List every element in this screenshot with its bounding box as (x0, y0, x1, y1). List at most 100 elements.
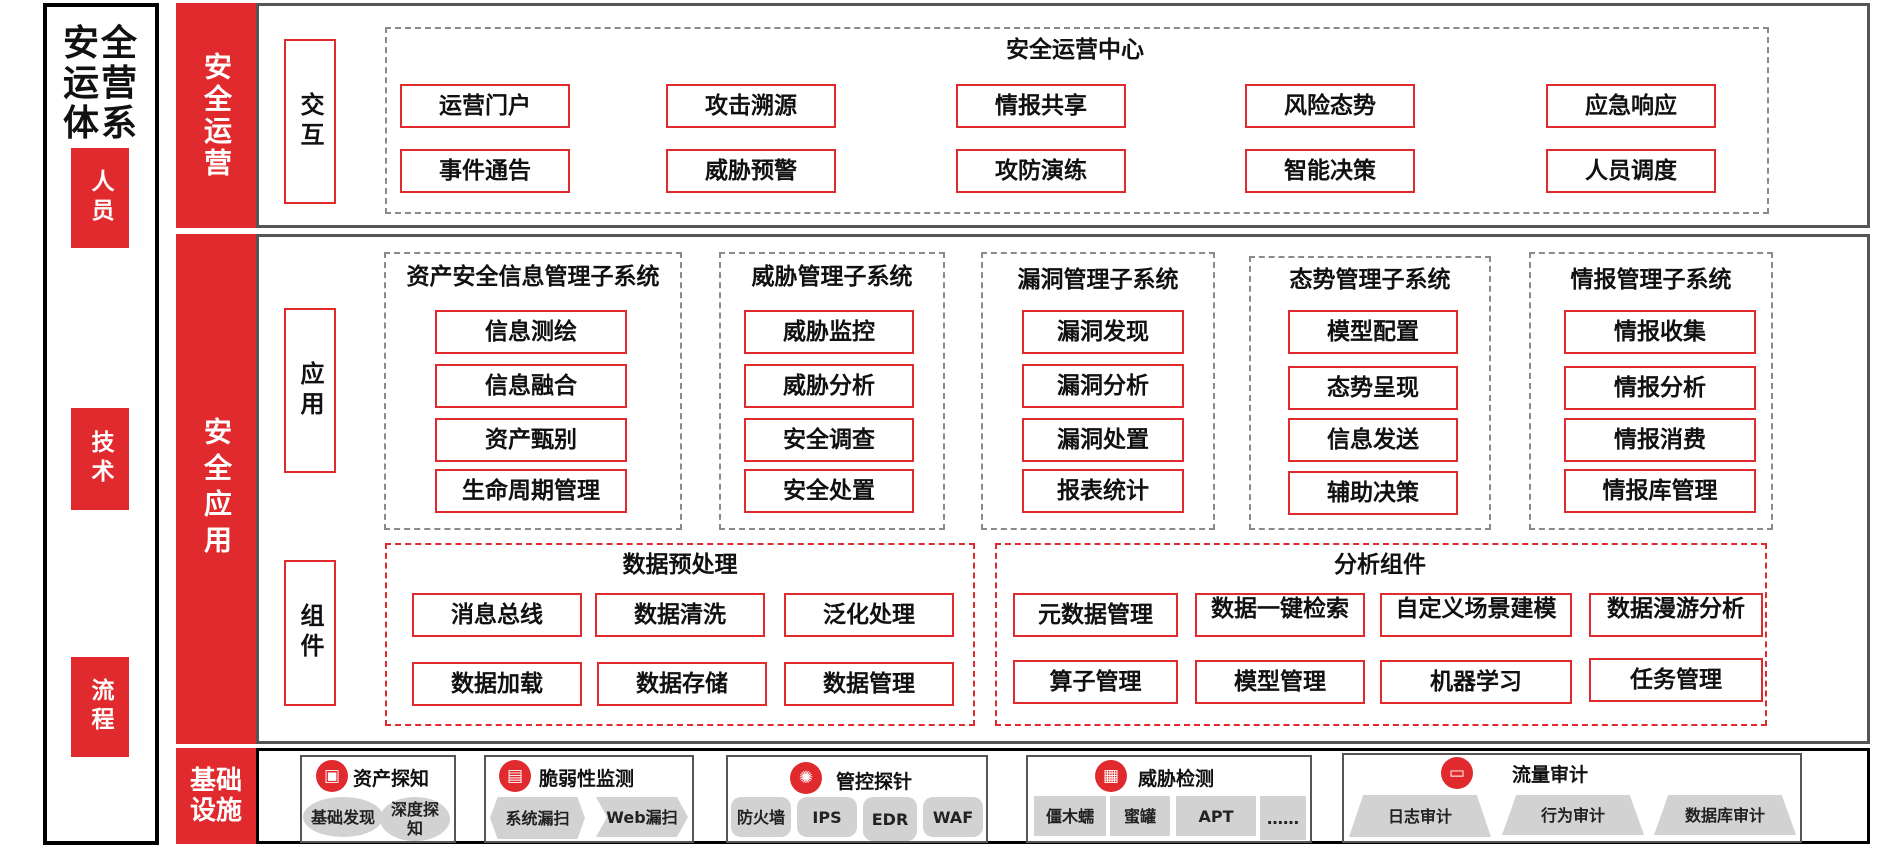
component-item: 数据一键检索 (1195, 593, 1365, 637)
subsystem-item: 信息融合 (435, 364, 627, 408)
component-item: 算子管理 (1013, 660, 1178, 704)
subsystem-threat-frame (719, 252, 945, 530)
band-security-applications: 安全应用 (176, 234, 256, 744)
subsystem-item: 情报库管理 (1564, 469, 1756, 513)
app-side-label-components: 组件 (284, 560, 336, 706)
tag-technology-label: 技术 (87, 430, 113, 488)
component-item: 数据存储 (597, 662, 767, 706)
component-item: 数据清洗 (595, 593, 765, 637)
monitor-icon: ▭ (1441, 757, 1473, 789)
tag-process-label: 流程 (87, 678, 113, 736)
ops-center-title: 安全运营中心 (1006, 37, 1144, 63)
infra-chip: 深度探知 (380, 797, 450, 841)
subsystem-item: 态势呈现 (1288, 366, 1458, 410)
preprocess-frame (385, 543, 975, 726)
subsystem-item: 生命周期管理 (435, 469, 627, 513)
subsystem-title: 情报管理子系统 (1570, 267, 1732, 293)
infra-chip: 僵木蠕 (1034, 796, 1106, 836)
asset-icon: ▣ (316, 760, 348, 792)
subsystem-item: 情报消费 (1564, 418, 1756, 462)
component-item: 消息总线 (412, 593, 582, 637)
subsystem-item: 安全处置 (744, 469, 914, 513)
infra-chip: 日志审计 (1349, 795, 1491, 837)
ops-item: 攻击溯源 (666, 84, 836, 128)
subsystem-item: 报表统计 (1022, 469, 1184, 513)
ops-item: 人员调度 (1546, 149, 1716, 193)
subsystem-title: 资产安全信息管理子系统 (406, 264, 660, 290)
component-item: 数据漫游分析 (1589, 593, 1763, 637)
infra-chip: EDR (863, 797, 917, 841)
probe-icon: ✺ (790, 762, 822, 794)
subsystem-item: 情报收集 (1564, 310, 1756, 354)
ops-item: 智能决策 (1245, 149, 1415, 193)
infra-chip: 行为审计 (1502, 795, 1644, 835)
subsystem-item: 安全调查 (744, 418, 914, 462)
band-security-operations: 安全运营 (176, 3, 256, 228)
infra-chip: 防火墙 (731, 797, 791, 837)
component-item: 自定义场景建模 (1380, 593, 1572, 637)
component-item: 模型管理 (1195, 660, 1365, 704)
ops-item: 应急响应 (1546, 84, 1716, 128)
subsystem-item: 模型配置 (1288, 310, 1458, 354)
infra-chip: …… (1260, 796, 1306, 840)
analysis-title: 分析组件 (1334, 552, 1426, 578)
subsystem-intelligence-frame (1529, 252, 1773, 530)
subsystem-item: 辅助决策 (1288, 471, 1458, 515)
infra-chip: APT (1176, 796, 1256, 836)
app-side-label-apps: 应用 (284, 308, 336, 473)
ops-center-frame (385, 27, 1769, 214)
component-item: 任务管理 (1589, 658, 1763, 702)
toolbox-icon: ▦ (1095, 760, 1127, 792)
subsystem-item: 情报分析 (1564, 366, 1756, 410)
app-side-label-components-text: 组件 (296, 603, 324, 663)
infra-chip: 蜜罐 (1110, 796, 1170, 836)
app-panel (256, 234, 1870, 744)
subsystem-asset-frame (384, 252, 682, 530)
ops-item: 威胁预警 (666, 149, 836, 193)
ops-panel (256, 3, 1870, 228)
app-side-label-apps-text: 应用 (296, 360, 324, 421)
subsystem-item: 漏洞发现 (1022, 310, 1184, 354)
subsystem-item: 威胁分析 (744, 364, 914, 408)
component-item: 元数据管理 (1013, 593, 1178, 637)
analysis-frame (995, 543, 1767, 726)
band-infrastructure: 基础设施 (176, 748, 256, 844)
band-infrastructure-label: 基础设施 (189, 766, 242, 826)
system-title: 安全运营体系 (62, 23, 139, 144)
infra-chip: 基础发现 (303, 797, 383, 837)
subsystem-item: 威胁监控 (744, 310, 914, 354)
infra-chip: IPS (797, 797, 857, 837)
ops-side-label: 交互 (284, 39, 336, 204)
ops-item: 运营门户 (400, 84, 570, 128)
subsystem-item: 漏洞分析 (1022, 364, 1184, 408)
ops-item: 事件通告 (400, 149, 570, 193)
subsystem-title: 威胁管理子系统 (751, 264, 913, 290)
vulnerability-icon: ▤ (499, 760, 531, 792)
infra-group-title: 威胁检测 (1138, 768, 1215, 790)
tag-people: 人员 (71, 148, 129, 248)
tag-technology: 技术 (71, 408, 129, 510)
subsystem-vulnerability-frame (981, 252, 1215, 530)
ops-item: 攻防演练 (956, 149, 1126, 193)
preprocess-title: 数据预处理 (622, 552, 738, 578)
band-security-operations-label: 安全运营 (200, 51, 233, 180)
infra-chip: Web漏扫 (596, 797, 688, 837)
infra-group-title: 脆弱性监测 (539, 768, 635, 790)
infra-group-title: 流量审计 (1512, 764, 1589, 786)
subsystem-item: 信息发送 (1288, 418, 1458, 462)
ops-side-label-text: 交互 (296, 91, 324, 152)
component-item: 机器学习 (1380, 660, 1572, 704)
subsystem-situation-frame (1249, 256, 1491, 530)
ops-item: 风险态势 (1245, 84, 1415, 128)
subsystem-item: 信息测绘 (435, 310, 627, 354)
infra-chip: WAF (923, 797, 983, 837)
infra-chip: 系统漏扫 (490, 797, 585, 839)
component-item: 数据管理 (784, 662, 954, 706)
component-item: 泛化处理 (784, 593, 954, 637)
subsystem-item: 资产甄别 (435, 418, 627, 462)
component-item: 数据加载 (412, 662, 582, 706)
subsystem-title: 漏洞管理子系统 (1017, 267, 1179, 293)
ops-item: 情报共享 (956, 84, 1126, 128)
tag-process: 流程 (71, 657, 129, 757)
system-frame (43, 3, 159, 845)
